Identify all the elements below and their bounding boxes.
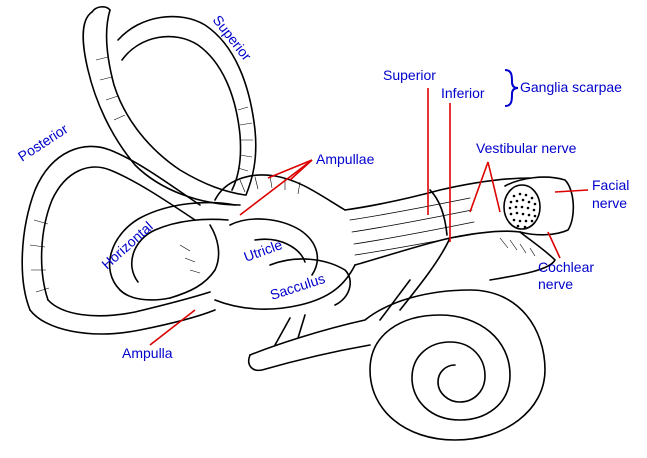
label-cochlear-nerve-line1: Cochlear: [538, 259, 594, 275]
label-ampullae: Ampullae: [316, 151, 375, 167]
label-ganglia-scarpae: Ganglia scarpae: [520, 79, 622, 95]
horizontal-semicircular-canal: [108, 201, 236, 301]
leader-cochlear-nerve: [547, 231, 561, 259]
leader-ampullae-to-horizontal-ampulla: [239, 159, 313, 216]
label-facial-nerve-line2: nerve: [592, 195, 627, 211]
vestibule-body: [169, 174, 356, 310]
leader-facial-nerve: [554, 189, 589, 193]
label-cochlear-nerve-line2: nerve: [538, 276, 573, 292]
label-inferior-ganglion: Inferior: [441, 85, 485, 101]
ganglia-scarpae-brace: [504, 69, 519, 107]
leader-vestibular-nerve-1: [469, 161, 489, 213]
leader-lines: [149, 88, 589, 346]
leader-ampullae-to-superior-ampulla: [267, 159, 313, 179]
label-ampulla: Ampulla: [122, 345, 173, 361]
facial-nerve-cross-section-dots: [508, 192, 537, 229]
facial-nerve-trunk: [503, 176, 575, 236]
label-superior-canal: Superior: [210, 12, 255, 64]
label-superior-ganglion: Superior: [383, 67, 436, 83]
label-facial-nerve-line1: Facial: [592, 177, 629, 193]
leader-ampulla: [149, 309, 196, 346]
posterior-semicircular-canal: [21, 145, 216, 335]
leader-ampullae-to-lateral: [289, 159, 313, 181]
label-utricle: Utricle: [242, 236, 285, 265]
label-sacculus: Sacculus: [268, 270, 327, 303]
cochlear-nerve-trunk: [399, 231, 556, 311]
cochlea: [247, 279, 546, 441]
vestibular-nerve-trunk: [344, 177, 531, 266]
leader-vestibular-nerve-2: [487, 161, 501, 213]
label-vestibular-nerve: Vestibular nerve: [476, 140, 577, 156]
label-posterior-canal: Posterior: [15, 120, 71, 164]
